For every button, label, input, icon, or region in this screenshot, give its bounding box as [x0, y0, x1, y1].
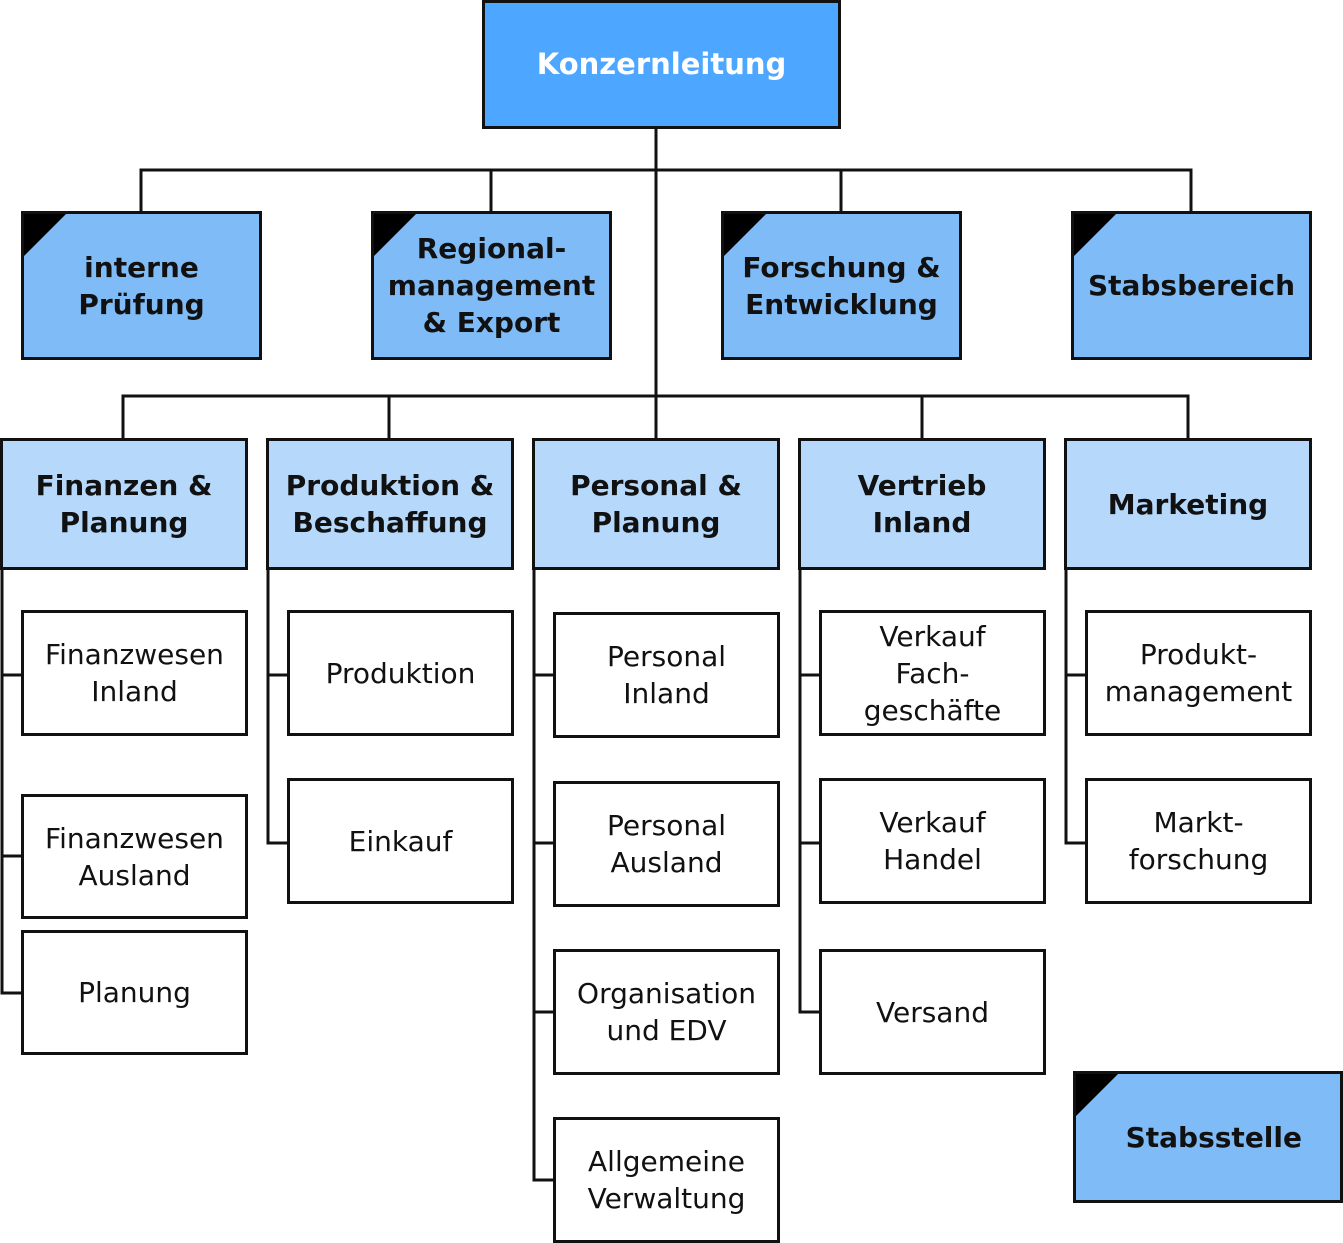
department-production-procurement[interactable]: Produktion & Beschaffung	[266, 438, 514, 570]
unit-market-research[interactable]: Markt- forschung	[1085, 778, 1312, 904]
unit-production[interactable]: Produktion	[287, 610, 514, 736]
staff-unit-label: Stabsbereich	[1087, 269, 1296, 302]
unit-sales-trade[interactable]: Verkauf Handel	[819, 778, 1046, 904]
unit-label: Personal Ausland	[606, 809, 727, 879]
department-label: Produktion & Beschaffung	[285, 469, 495, 539]
legend-staff-position: Stabsstelle	[1073, 1071, 1343, 1203]
unit-label: Markt- forschung	[1128, 806, 1269, 876]
unit-personnel-domestic[interactable]: Personal Inland	[553, 612, 780, 738]
unit-label: Versand	[876, 995, 989, 1029]
unit-sales-specialty-stores[interactable]: Verkauf Fach- geschäfte	[819, 610, 1046, 736]
unit-label: Verkauf Handel	[879, 806, 986, 876]
unit-finance-foreign[interactable]: Finanzwesen Ausland	[21, 794, 248, 919]
unit-organization-it[interactable]: Organisation und EDV	[553, 949, 780, 1075]
department-label: Personal & Planung	[570, 469, 742, 539]
staff-unit-label: Regional- management & Export	[387, 232, 596, 339]
unit-general-administration[interactable]: Allgemeine Verwaltung	[553, 1117, 780, 1243]
top-management-box[interactable]: Konzernleitung	[482, 0, 841, 129]
staff-unit-internal-audit[interactable]: interne Prüfung	[21, 211, 262, 360]
department-finance-planning[interactable]: Finanzen & Planung	[0, 438, 248, 570]
unit-purchasing[interactable]: Einkauf	[287, 778, 514, 904]
unit-label: Produkt- management	[1104, 638, 1293, 708]
unit-label: Produktion	[325, 656, 476, 690]
unit-finance-domestic[interactable]: Finanzwesen Inland	[21, 610, 248, 736]
unit-label: Finanzwesen Inland	[45, 638, 224, 708]
department-marketing[interactable]: Marketing	[1064, 438, 1312, 570]
legend-label: Stabsstelle	[1125, 1120, 1302, 1154]
department-label: Finanzen & Planung	[35, 469, 213, 539]
staff-unit-label: interne Prüfung	[78, 250, 205, 321]
unit-label: Allgemeine Verwaltung	[587, 1145, 746, 1215]
unit-personnel-foreign[interactable]: Personal Ausland	[553, 781, 780, 907]
unit-label: Planung	[78, 976, 191, 1009]
staff-unit-regional-management[interactable]: Regional- management & Export	[371, 211, 612, 360]
staff-unit-staff-area[interactable]: Stabsbereich	[1071, 211, 1312, 360]
staff-unit-research-development[interactable]: Forschung & Entwicklung	[721, 211, 962, 360]
staff-unit-label: Forschung & Entwicklung	[742, 250, 941, 321]
unit-planning[interactable]: Planung	[21, 930, 248, 1055]
unit-label: Organisation und EDV	[577, 977, 756, 1047]
department-label: Marketing	[1107, 487, 1269, 521]
staff-corner-marker-icon	[24, 214, 66, 256]
staff-corner-marker-icon	[1074, 214, 1116, 256]
staff-corner-marker-icon	[724, 214, 766, 256]
staff-corner-marker-icon	[1076, 1074, 1118, 1116]
department-personnel-planning[interactable]: Personal & Planung	[532, 438, 780, 570]
unit-product-management[interactable]: Produkt- management	[1085, 610, 1312, 736]
unit-shipping[interactable]: Versand	[819, 949, 1046, 1075]
unit-label: Personal Inland	[606, 640, 727, 710]
staff-corner-marker-icon	[374, 214, 416, 256]
unit-label: Finanzwesen Ausland	[45, 821, 224, 892]
department-label: Vertrieb Inland	[857, 469, 987, 539]
unit-label: Verkauf Fach- geschäfte	[863, 619, 1002, 727]
department-sales-domestic[interactable]: Vertrieb Inland	[798, 438, 1046, 570]
unit-label: Einkauf	[348, 824, 453, 858]
top-management-label: Konzernleitung	[536, 47, 787, 81]
